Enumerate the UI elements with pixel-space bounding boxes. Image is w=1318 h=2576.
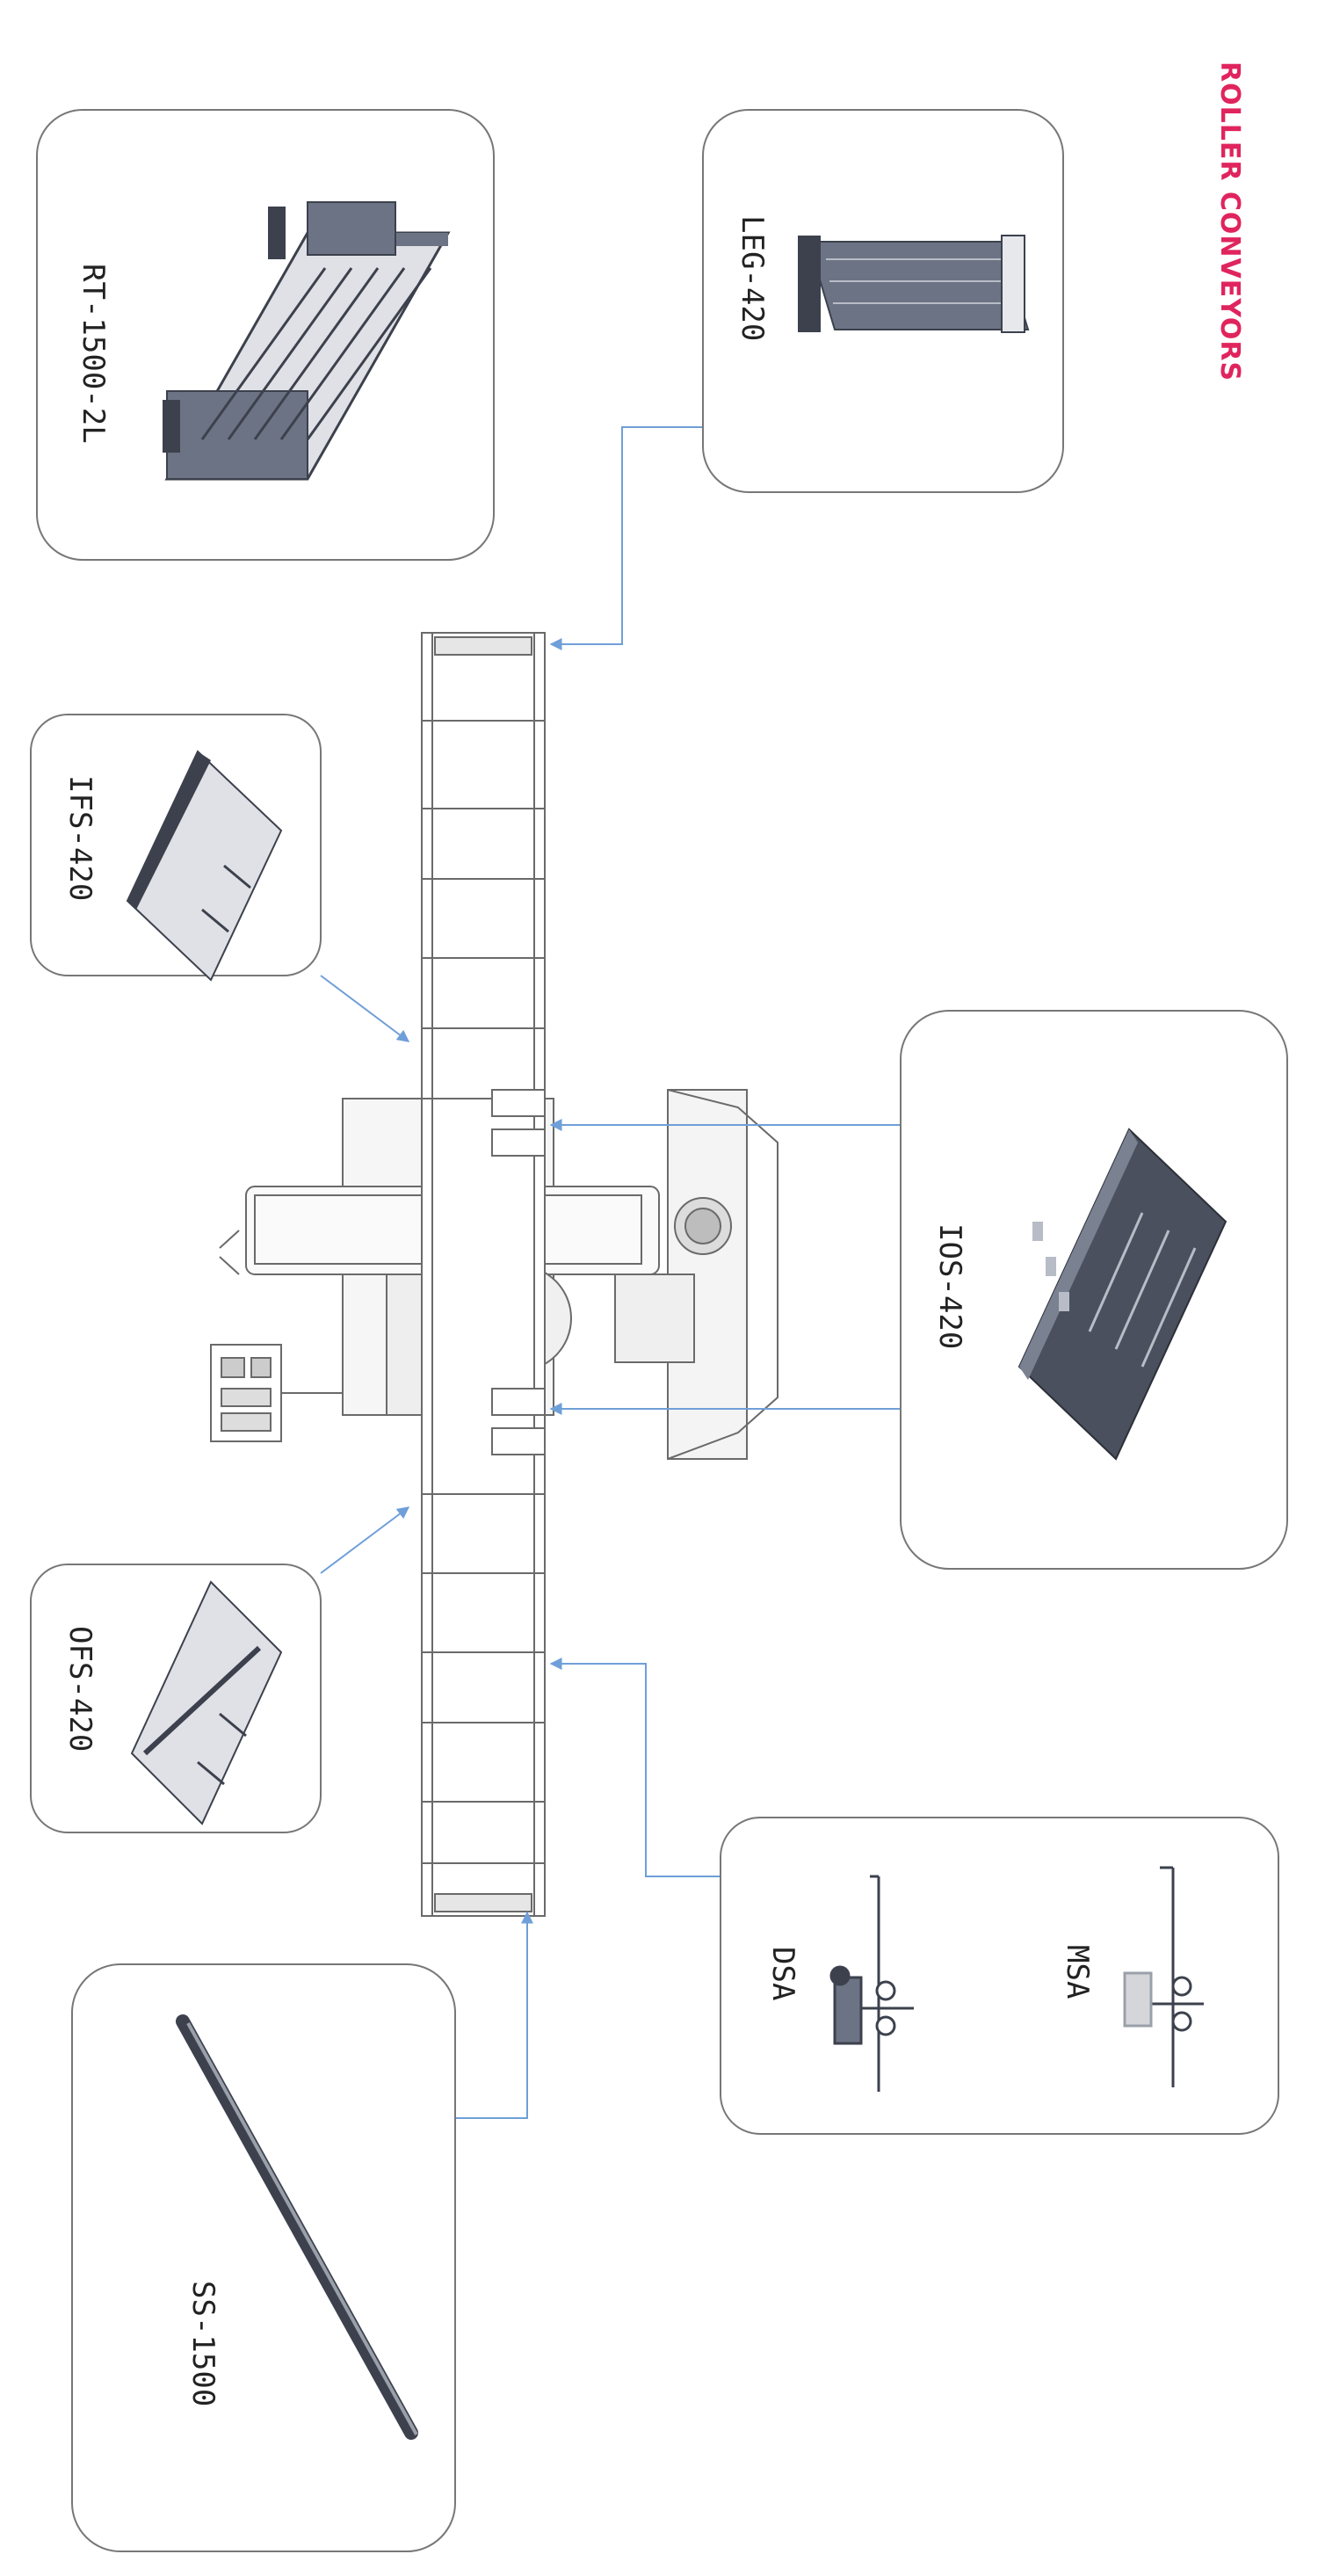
leg-420-panel: LEG-420 — [702, 109, 1064, 493]
ios-420-label: IOS-420 — [932, 1223, 967, 1349]
outfeed-support-icon — [130, 1580, 283, 1825]
infeed-outfeed-support-icon — [1017, 1128, 1227, 1461]
conveyor-rollers — [422, 720, 545, 1864]
ss-1500-panel: SS-1500 — [71, 1963, 456, 2552]
ifs-420-panel: IFS-420 — [30, 714, 322, 982]
rt-1500-2l-label: RT-1500-2L — [76, 264, 111, 444]
leg-420-label: LEG-420 — [735, 215, 770, 341]
scale-bar-icon — [176, 2014, 418, 2440]
ifs-420-label: IFS-420 — [62, 775, 98, 901]
infeed-support-icon — [126, 750, 283, 982]
msa-label: MSA — [1060, 1945, 1095, 1999]
dsa-label: DSA — [765, 1947, 800, 2000]
rt-1500-2l-panel: RT-1500-2L — [36, 109, 495, 561]
stops-panel: DSA MSA — [720, 1817, 1279, 2135]
ofs-420-panel: OFS-420 — [30, 1564, 322, 1833]
msa-stop-icon — [1123, 1866, 1204, 2087]
extension-leg-icon — [798, 235, 1030, 333]
ofs-420-label: OFS-420 — [62, 1626, 98, 1752]
roller-conveyor-track — [421, 632, 546, 1917]
dsa-stop-icon — [829, 1875, 914, 2092]
page-title: ROLLER CONVEYORS — [1214, 62, 1245, 381]
roller-table-icon — [163, 201, 451, 481]
ios-420-panel: IOS-420 — [900, 1010, 1288, 1570]
ss-1500-label: SS-1500 — [185, 2281, 221, 2406]
connector-lines — [320, 426, 901, 2119]
